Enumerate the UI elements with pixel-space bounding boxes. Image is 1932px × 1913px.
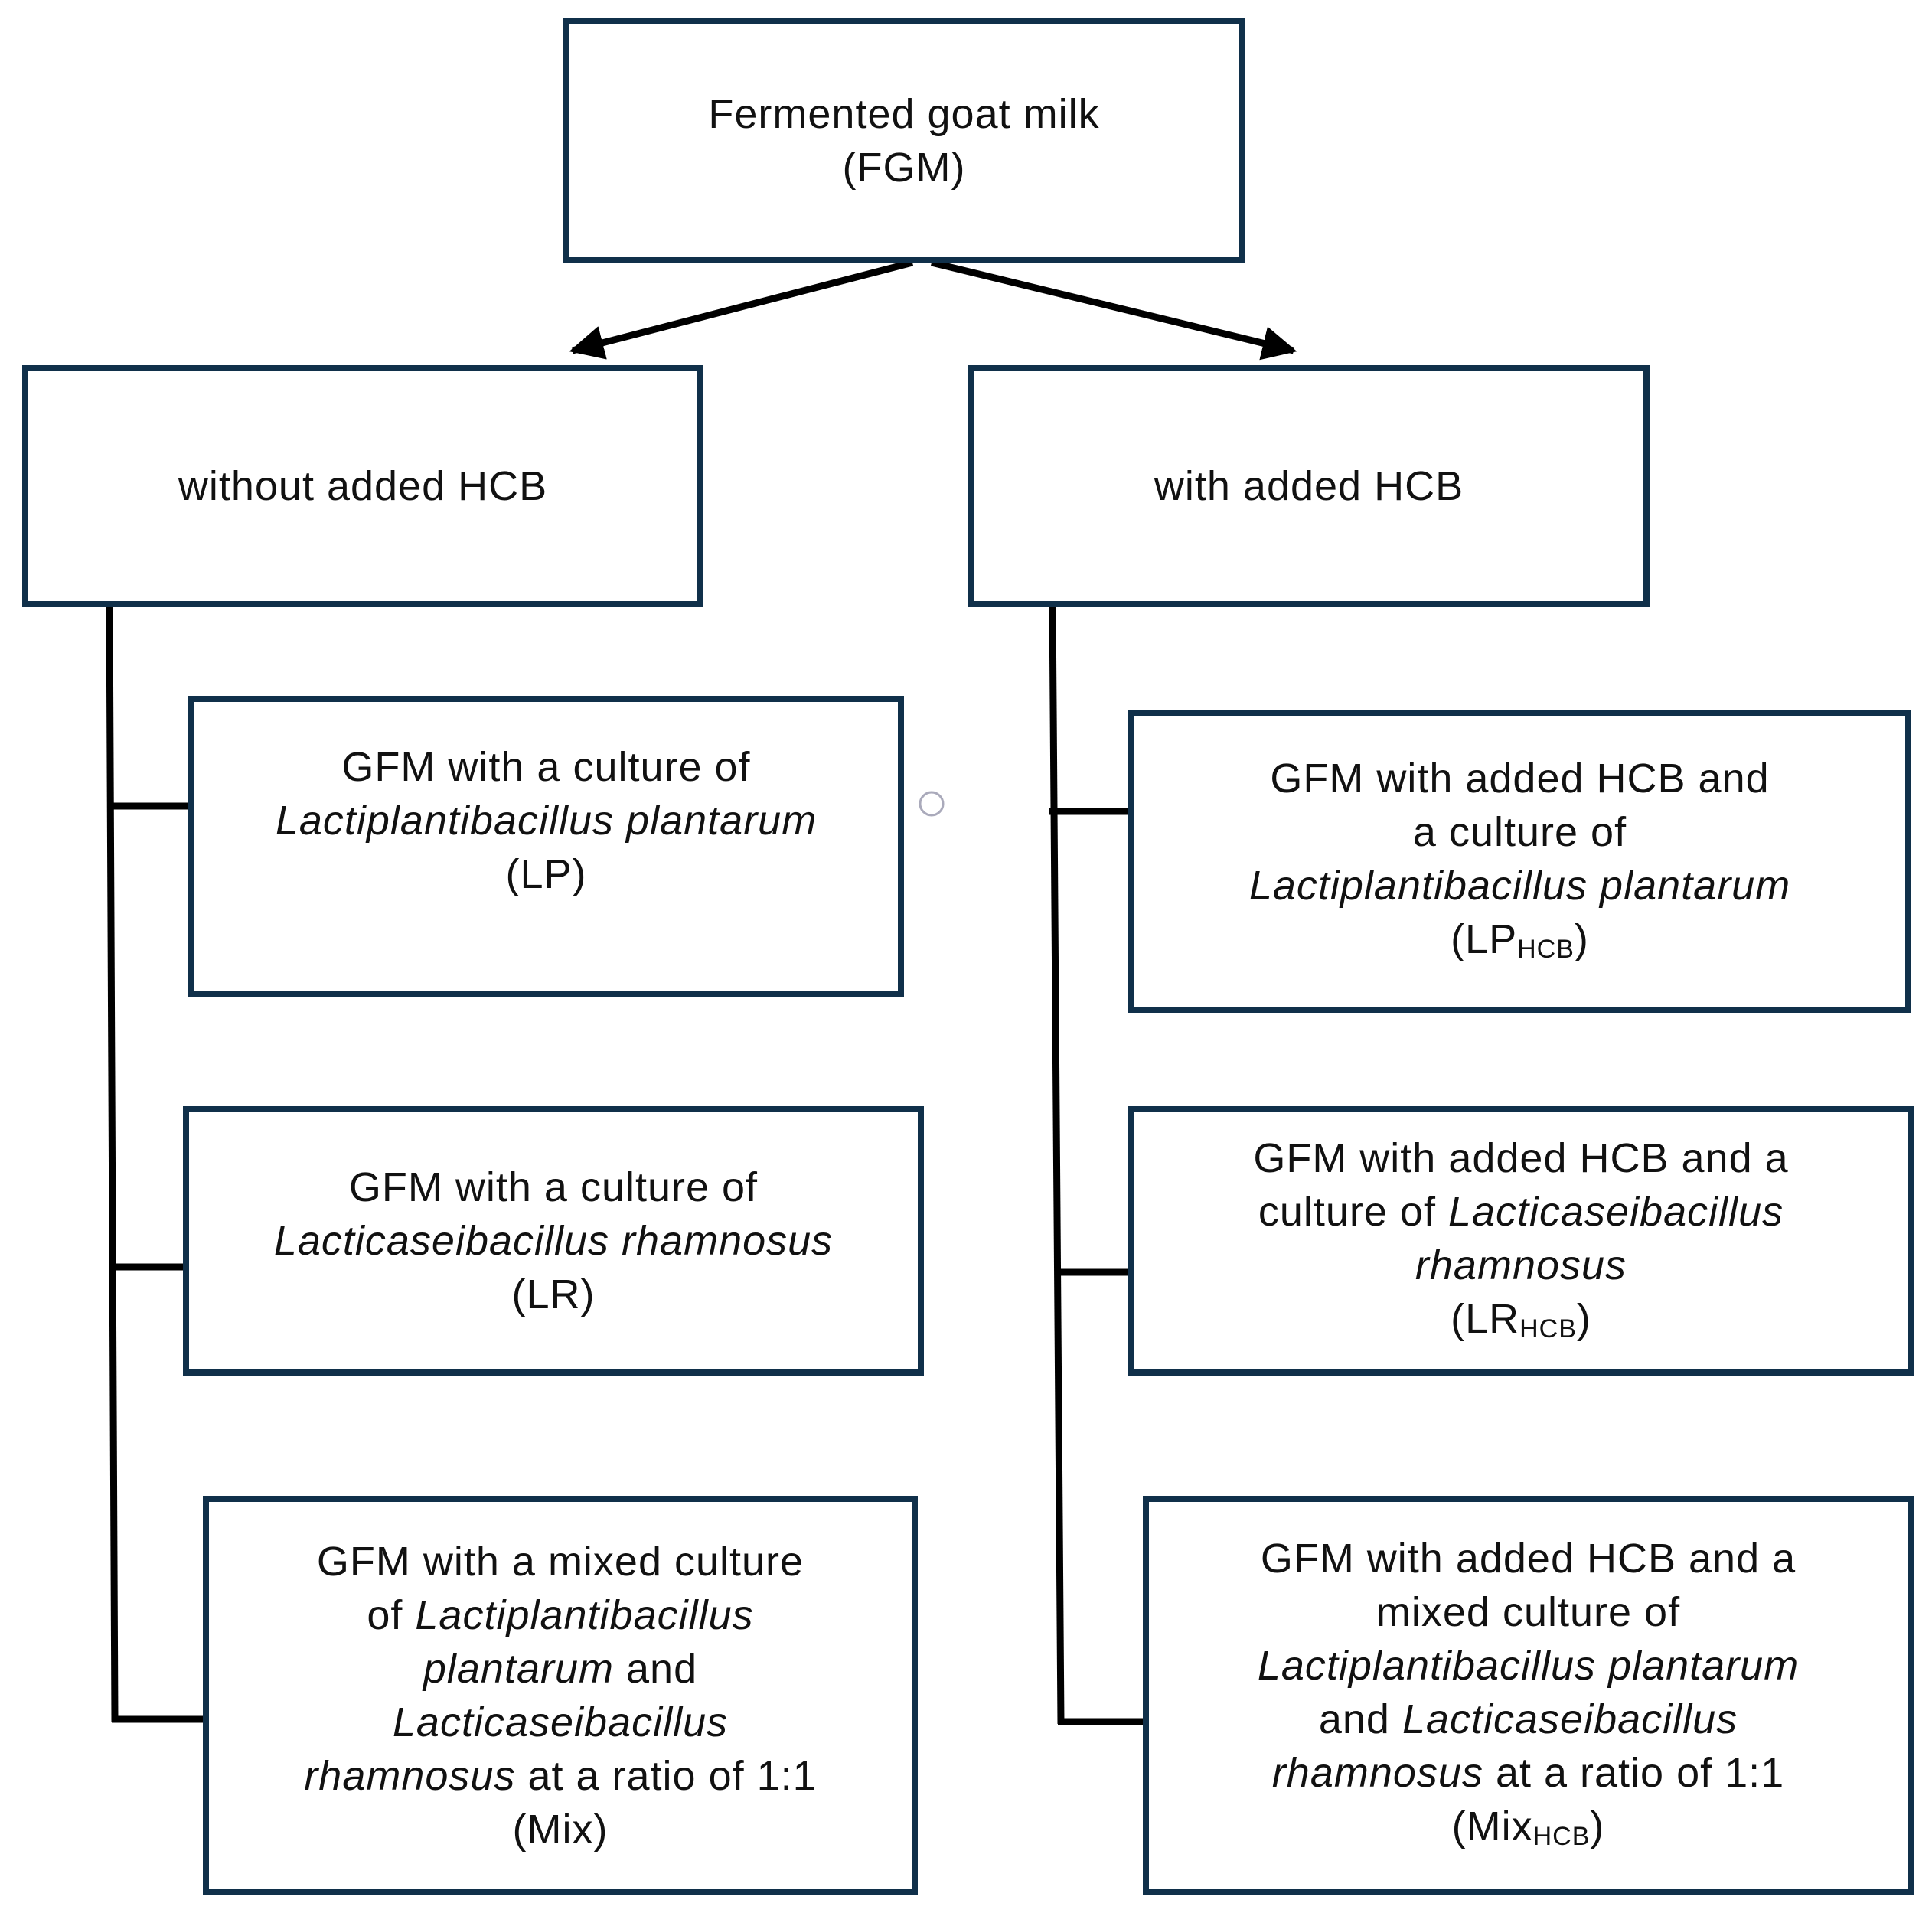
text-line: rhamnosus	[1415, 1239, 1627, 1292]
text-segment: GFM with a mixed culture	[316, 1538, 804, 1585]
text-line: culture of Lacticaseibacillus	[1258, 1185, 1784, 1239]
text-line: rhamnosus at a ratio of 1:1	[1272, 1746, 1784, 1800]
text-line: Lactiplantibacillus plantarum	[1249, 859, 1790, 912]
left-trunk-line	[106, 604, 119, 1723]
text-line: (Mix)	[513, 1803, 609, 1856]
text-line: GFM with a culture of	[341, 740, 750, 794]
arrow-to-with-hcb	[930, 259, 1297, 361]
subscript: HCB	[1519, 1314, 1577, 1343]
text-segment: with added HCB	[1154, 463, 1464, 509]
text-segment: Fermented goat milk	[708, 91, 1100, 137]
text-segment: GFM with added HCB and a	[1253, 1134, 1789, 1181]
text-line: of Lactiplantibacillus	[367, 1588, 753, 1642]
text-line: rhamnosus at a ratio of 1:1	[304, 1749, 816, 1803]
species-name: Lacticaseibacillus	[392, 1699, 729, 1745]
species-name: Lactiplantibacillus plantarum	[1248, 862, 1791, 909]
text-line: Fermented goat milk	[708, 87, 1099, 141]
text-segment: (LP	[1451, 916, 1518, 962]
box-lp: GFM with a culture of Lactiplantibacillus…	[188, 696, 904, 997]
species-name: Lactiplantibacillus	[415, 1591, 754, 1638]
text-line: without added HCB	[178, 459, 547, 513]
text-line: (LPHCB)	[1451, 912, 1589, 971]
text-segment: (FGM)	[842, 145, 966, 191]
text-segment: GFM with added HCB and a	[1260, 1536, 1797, 1582]
species-name: plantarum	[423, 1645, 615, 1692]
text-segment: at a ratio of 1:1	[515, 1752, 817, 1799]
box-lp-hcb: GFM with added HCB and a culture of Lactip…	[1128, 710, 1911, 1013]
text-line: GFM with a mixed culture	[317, 1535, 804, 1588]
text-segment: and	[614, 1645, 698, 1692]
species-name: Lactiplantibacillus plantarum	[1257, 1643, 1800, 1689]
text-segment: )	[1574, 916, 1589, 962]
text-segment: culture of	[1258, 1188, 1448, 1235]
subscript: HCB	[1517, 934, 1575, 964]
box-mix-hcb: GFM with added HCB and a mixed culture of…	[1143, 1496, 1914, 1895]
box-with-hcb: with added HCB	[968, 365, 1650, 607]
text-line: GFM with added HCB and	[1270, 752, 1769, 805]
text-segment: (LR	[1451, 1295, 1520, 1342]
text-line: (LP)	[505, 847, 586, 901]
text-segment: (LR)	[511, 1272, 596, 1317]
text-line: GFM with added HCB and a	[1261, 1532, 1796, 1585]
text-segment: (LP)	[505, 851, 587, 897]
text-line: Lacticaseibacillus	[393, 1696, 728, 1749]
text-line: GFM with added HCB and a	[1253, 1131, 1788, 1185]
text-segment: without added HCB	[178, 463, 548, 509]
text-segment: a culture of	[1412, 808, 1627, 855]
subscript: HCB	[1532, 1822, 1591, 1851]
text-line: a culture of	[1413, 805, 1627, 859]
species-name: Lacticaseibacillus rhamnosus	[273, 1218, 834, 1264]
root-box-fgm: Fermented goat milk (FGM)	[563, 18, 1245, 263]
species-name: Lactiplantibacillus plantarum	[275, 798, 818, 844]
text-line: with added HCB	[1154, 459, 1464, 513]
species-name: rhamnosus	[1271, 1750, 1483, 1796]
text-line: GFM with a culture of	[349, 1161, 758, 1214]
box-without-hcb: without added HCB	[22, 365, 703, 607]
text-line: and Lacticaseibacillus	[1319, 1693, 1738, 1746]
species-name: rhamnosus	[304, 1752, 516, 1799]
text-segment: GFM with a culture of	[348, 1164, 759, 1210]
right-trunk-line	[1049, 604, 1065, 1725]
text-segment: (Mix	[1451, 1804, 1533, 1849]
text-segment: at a ratio of 1:1	[1483, 1750, 1785, 1796]
species-name: Lacticaseibacillus	[1402, 1696, 1738, 1742]
text-line: (LR)	[512, 1268, 596, 1321]
text-line: Lacticaseibacillus rhamnosus	[274, 1214, 833, 1268]
species-name: Lacticaseibacillus	[1447, 1188, 1784, 1235]
arrow-to-without-hcb	[569, 259, 914, 360]
box-lr: GFM with a culture of Lacticaseibacillus …	[183, 1106, 924, 1376]
species-name: rhamnosus	[1415, 1242, 1627, 1288]
text-line: (FGM)	[843, 141, 966, 194]
text-line: (LRHCB)	[1451, 1292, 1591, 1351]
text-line: (MixHCB)	[1452, 1800, 1605, 1859]
text-line: plantarum and	[423, 1642, 697, 1696]
text-segment: and	[1318, 1696, 1402, 1742]
text-segment: GFM with a culture of	[341, 744, 751, 790]
text-segment: (Mix)	[512, 1806, 609, 1853]
text-segment: )	[1590, 1804, 1605, 1849]
text-segment: mixed culture of	[1376, 1589, 1681, 1635]
handle-circle	[919, 791, 945, 817]
text-line: Lactiplantibacillus plantarum	[1258, 1639, 1799, 1693]
text-line: Lactiplantibacillus plantarum	[276, 794, 817, 847]
text-segment: GFM with added HCB and	[1270, 755, 1770, 801]
text-segment: )	[1576, 1295, 1591, 1342]
text-segment: of	[367, 1591, 416, 1638]
text-line: mixed culture of	[1376, 1585, 1680, 1639]
